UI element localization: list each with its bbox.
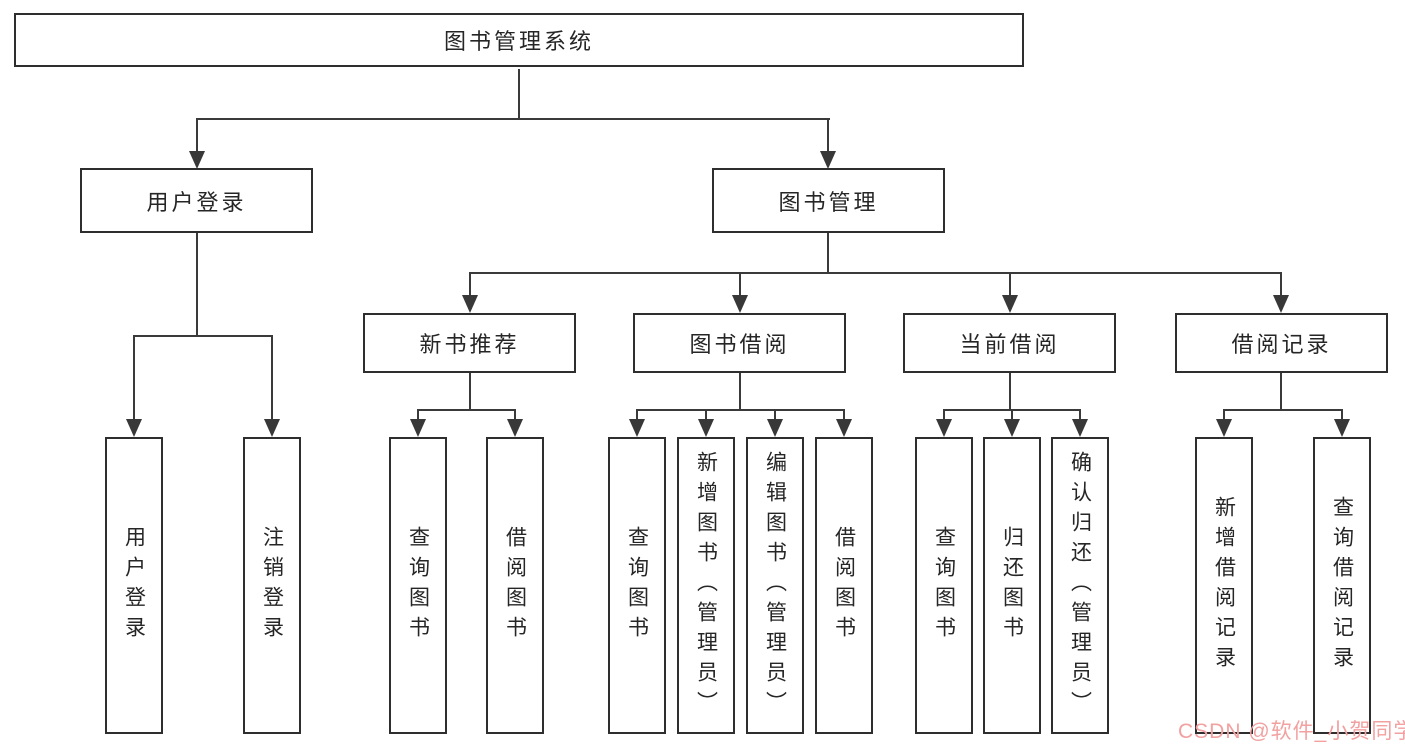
node-leaf-add-borrow-record: 新增借阅记录 bbox=[1195, 437, 1253, 734]
connector-line bbox=[705, 409, 707, 421]
arrow-down-icon bbox=[698, 419, 714, 437]
arrow-down-icon bbox=[264, 419, 280, 437]
node-book-borrow: 图书借阅 bbox=[633, 313, 846, 373]
connector-line bbox=[133, 335, 273, 337]
connector-line bbox=[469, 272, 471, 298]
node-book-management: 图书管理 bbox=[712, 168, 945, 233]
arrow-down-icon bbox=[462, 295, 478, 313]
leaf-label: 查询图书 bbox=[932, 525, 956, 646]
connector-line bbox=[774, 409, 776, 421]
leaf-label: 查询图书 bbox=[625, 525, 649, 646]
connector-line bbox=[1280, 272, 1282, 298]
arrow-down-icon bbox=[1334, 419, 1350, 437]
arrow-down-icon bbox=[767, 419, 783, 437]
connector-line bbox=[1009, 373, 1011, 409]
connector-line bbox=[518, 69, 520, 118]
connector-line bbox=[636, 409, 844, 411]
leaf-label: 编辑图书（管理员） bbox=[763, 450, 787, 721]
leaf-label: 查询图书 bbox=[406, 525, 430, 646]
connector-line bbox=[469, 373, 471, 409]
node-leaf-confirm-return-admin: 确认归还（管理员） bbox=[1051, 437, 1109, 734]
node-borrow-records: 借阅记录 bbox=[1175, 313, 1388, 373]
connector-line bbox=[417, 409, 419, 421]
node-leaf-query-borrow-record: 查询借阅记录 bbox=[1313, 437, 1371, 734]
arrow-down-icon bbox=[189, 151, 205, 169]
connector-line bbox=[827, 233, 829, 272]
connector-line bbox=[943, 409, 945, 421]
connector-line bbox=[1009, 272, 1011, 298]
node-leaf-query-books-3: 查询图书 bbox=[915, 437, 973, 734]
leaf-label: 借阅图书 bbox=[503, 525, 527, 646]
connector-line bbox=[843, 409, 845, 421]
connector-line bbox=[271, 335, 273, 420]
leaf-label: 注销登录 bbox=[260, 525, 284, 646]
node-leaf-query-books-1: 查询图书 bbox=[389, 437, 447, 734]
connector-line bbox=[196, 118, 198, 153]
connector-line bbox=[514, 409, 516, 421]
leaf-label: 借阅图书 bbox=[832, 525, 856, 646]
connector-line bbox=[196, 118, 830, 120]
connector-line bbox=[636, 409, 638, 421]
leaf-label: 用户登录 bbox=[122, 525, 146, 646]
connector-line bbox=[1223, 409, 1342, 411]
connector-line bbox=[827, 118, 829, 153]
connector-line bbox=[1223, 409, 1225, 421]
connector-line bbox=[1011, 409, 1013, 421]
arrow-down-icon bbox=[820, 151, 836, 169]
arrow-down-icon bbox=[410, 419, 426, 437]
arrow-down-icon bbox=[507, 419, 523, 437]
arrow-down-icon bbox=[1216, 419, 1232, 437]
arrow-down-icon bbox=[126, 419, 142, 437]
connector-line bbox=[739, 373, 741, 409]
node-leaf-return-books: 归还图书 bbox=[983, 437, 1041, 734]
leaf-label: 新增借阅记录 bbox=[1212, 495, 1236, 676]
node-leaf-query-books-2: 查询图书 bbox=[608, 437, 666, 734]
connector-line bbox=[469, 272, 1282, 274]
node-new-book-recommend: 新书推荐 bbox=[363, 313, 576, 373]
arrow-down-icon bbox=[936, 419, 952, 437]
connector-line bbox=[417, 409, 515, 411]
arrow-down-icon bbox=[1072, 419, 1088, 437]
connector-line bbox=[1341, 409, 1343, 421]
arrow-down-icon bbox=[1002, 295, 1018, 313]
node-leaf-logout: 注销登录 bbox=[243, 437, 301, 734]
arrow-down-icon bbox=[732, 295, 748, 313]
arrow-down-icon bbox=[1273, 295, 1289, 313]
leaf-label: 确认归还（管理员） bbox=[1068, 450, 1092, 721]
node-leaf-add-books-admin: 新增图书（管理员） bbox=[677, 437, 735, 734]
node-leaf-edit-books-admin: 编辑图书（管理员） bbox=[746, 437, 804, 734]
leaf-label: 归还图书 bbox=[1000, 525, 1024, 646]
node-user-login: 用户登录 bbox=[80, 168, 313, 233]
node-leaf-user-login: 用户登录 bbox=[105, 437, 163, 734]
node-current-borrow: 当前借阅 bbox=[903, 313, 1116, 373]
node-leaf-borrow-books-1: 借阅图书 bbox=[486, 437, 544, 734]
leaf-label: 新增图书（管理员） bbox=[694, 450, 718, 721]
csdn-watermark: CSDN @软件_小贺同学 bbox=[1178, 720, 1405, 743]
arrow-down-icon bbox=[836, 419, 852, 437]
connector-line bbox=[1280, 373, 1282, 409]
node-root: 图书管理系统 bbox=[14, 13, 1024, 67]
leaf-label: 查询借阅记录 bbox=[1330, 495, 1354, 676]
connector-line bbox=[133, 335, 135, 420]
arrow-down-icon bbox=[1004, 419, 1020, 437]
node-leaf-borrow-books-2: 借阅图书 bbox=[815, 437, 873, 734]
arrow-down-icon bbox=[629, 419, 645, 437]
connector-line bbox=[739, 272, 741, 298]
connector-line bbox=[196, 233, 198, 335]
connector-line bbox=[1079, 409, 1081, 421]
